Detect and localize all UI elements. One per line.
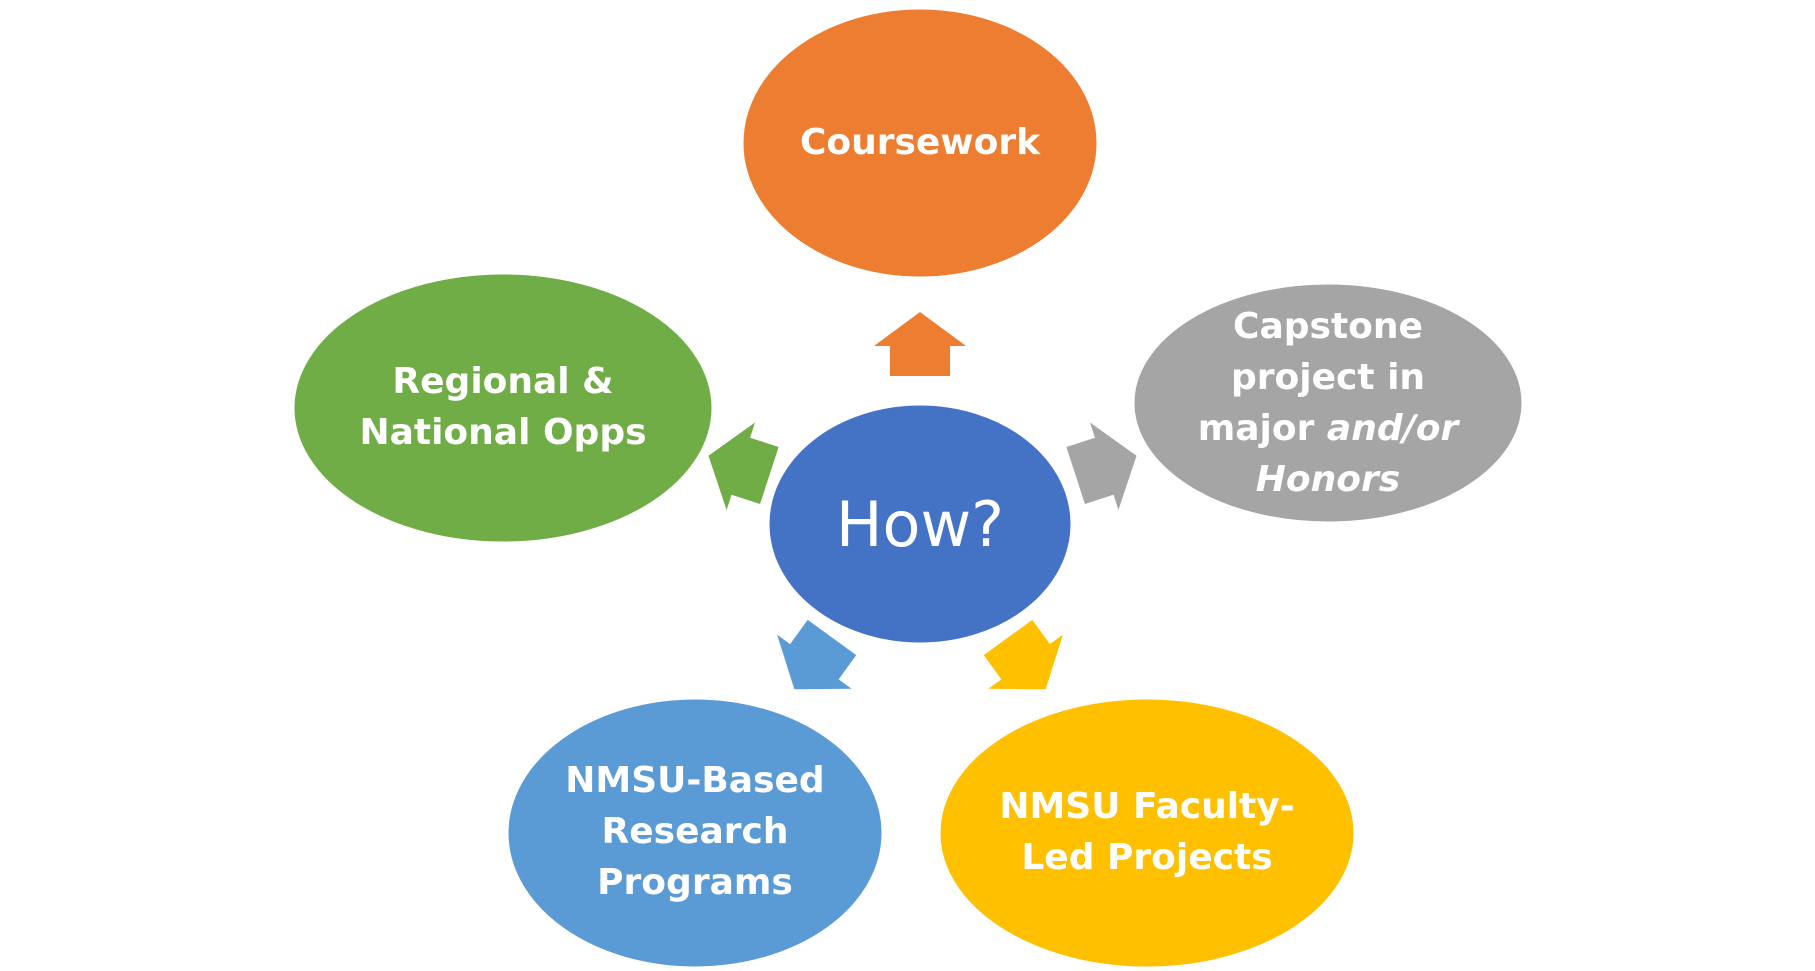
capstone-label-line1: Capstone (1233, 306, 1423, 347)
arrow-to-regional (708, 422, 779, 510)
research-label-line1: NMSU-Based (565, 760, 824, 801)
research-label-line2: Research (602, 811, 789, 852)
node-coursework: Coursework (740, 6, 1100, 280)
node-capstone: Capstone project in major and/or Honors (1131, 281, 1525, 525)
center-label: How? (836, 488, 1004, 561)
faculty-label-line2: Led Projects (1021, 837, 1272, 878)
research-label-line3: Programs (597, 862, 793, 903)
arrow-to-faculty (983, 619, 1063, 690)
node-center: How? (766, 402, 1074, 646)
arrow-to-capstone (1066, 422, 1137, 510)
arrow-to-research (777, 619, 857, 690)
capstone-label-line2: project in (1231, 357, 1425, 398)
node-regional: Regional & National Opps (291, 271, 715, 545)
regional-label-line2: National Opps (359, 412, 646, 453)
node-faculty: NMSU Faculty- Led Projects (937, 696, 1357, 970)
capstone-label-line3: major and/or (1198, 408, 1461, 449)
regional-label-line1: Regional & (392, 361, 613, 402)
faculty-label-line1: NMSU Faculty- (999, 786, 1294, 827)
capstone-label-andor: and/or (1327, 408, 1461, 449)
capstone-label-line4: Honors (1256, 459, 1400, 500)
capstone-label-major: major (1198, 408, 1327, 449)
node-research: NMSU-Based Research Programs (505, 696, 885, 970)
arrow-to-coursework (874, 312, 966, 376)
coursework-label: Coursework (800, 122, 1041, 163)
